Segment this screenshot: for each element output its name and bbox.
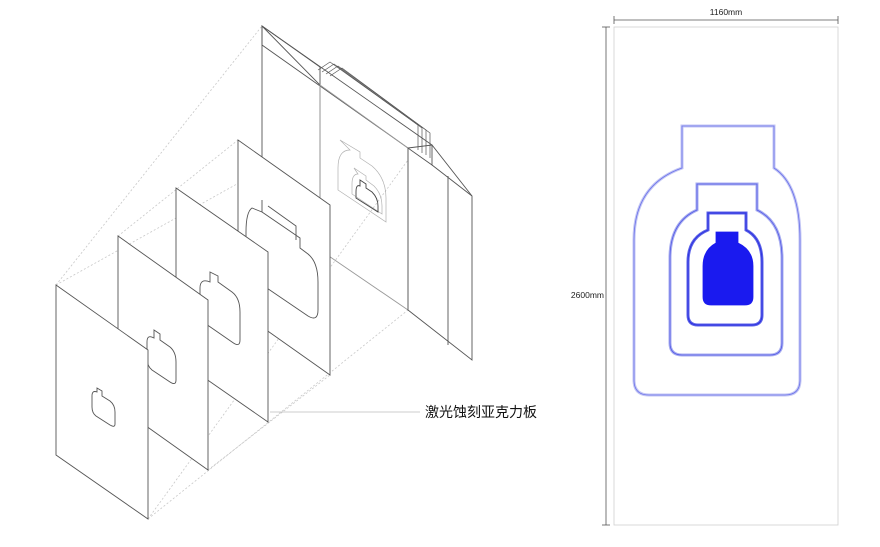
- acrylic-panel-1: [55, 284, 149, 520]
- callout-label: 激光蚀刻亚克力板: [425, 404, 537, 421]
- panel-1-bottle-cutout: [91, 387, 116, 427]
- layered-sheets: [317, 61, 431, 158]
- light-box-frame: [407, 144, 473, 361]
- projection-lines: [55, 25, 409, 520]
- neon-bottle-inner-core: [687, 212, 763, 326]
- axonometric-view: [55, 24, 473, 520]
- panel-3-bottle-cutout: [199, 271, 241, 345]
- light-box: [261, 24, 473, 361]
- solid-bottle: [702, 231, 754, 306]
- neon-bottle-middle-core: [669, 183, 783, 356]
- box-bottle-icon: [355, 179, 379, 213]
- panel-4-bottle-cutout: [245, 200, 319, 319]
- width-label: 1160mm: [710, 7, 742, 17]
- box-bottle-outlines: [337, 139, 387, 223]
- panel-2-bottle-cutout: [146, 329, 177, 385]
- neon-bottle-outer-core: [633, 125, 801, 396]
- height-label: 2600mm: [571, 290, 604, 300]
- width-dimension: [613, 16, 839, 24]
- elevation-view: [602, 16, 839, 526]
- height-dimension: [602, 26, 610, 526]
